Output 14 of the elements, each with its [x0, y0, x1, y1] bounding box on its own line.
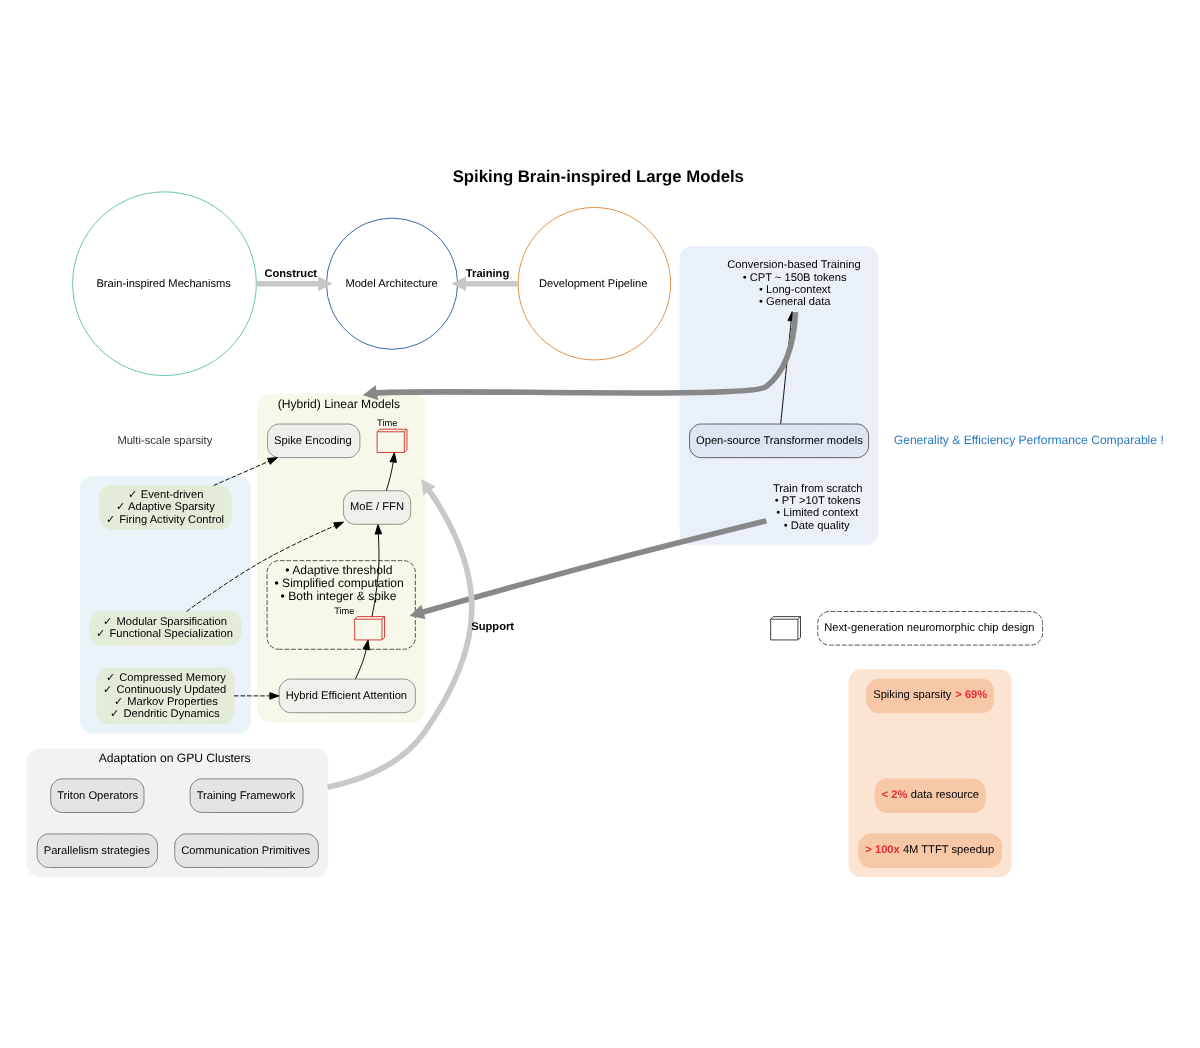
arrow [371, 523, 383, 616]
arrow [409, 517, 767, 619]
arrow [451, 275, 518, 291]
arrow [256, 275, 333, 291]
arrow [186, 520, 344, 611]
arrow [327, 478, 475, 790]
cluster [80, 474, 251, 733]
cluster [848, 668, 1012, 877]
cluster [679, 244, 879, 545]
arrow [213, 456, 278, 485]
diagram-title: Spiking Brain-inspired Large Models [452, 164, 744, 185]
arrow [233, 691, 280, 699]
arrow [385, 451, 397, 491]
arrow [355, 638, 370, 679]
